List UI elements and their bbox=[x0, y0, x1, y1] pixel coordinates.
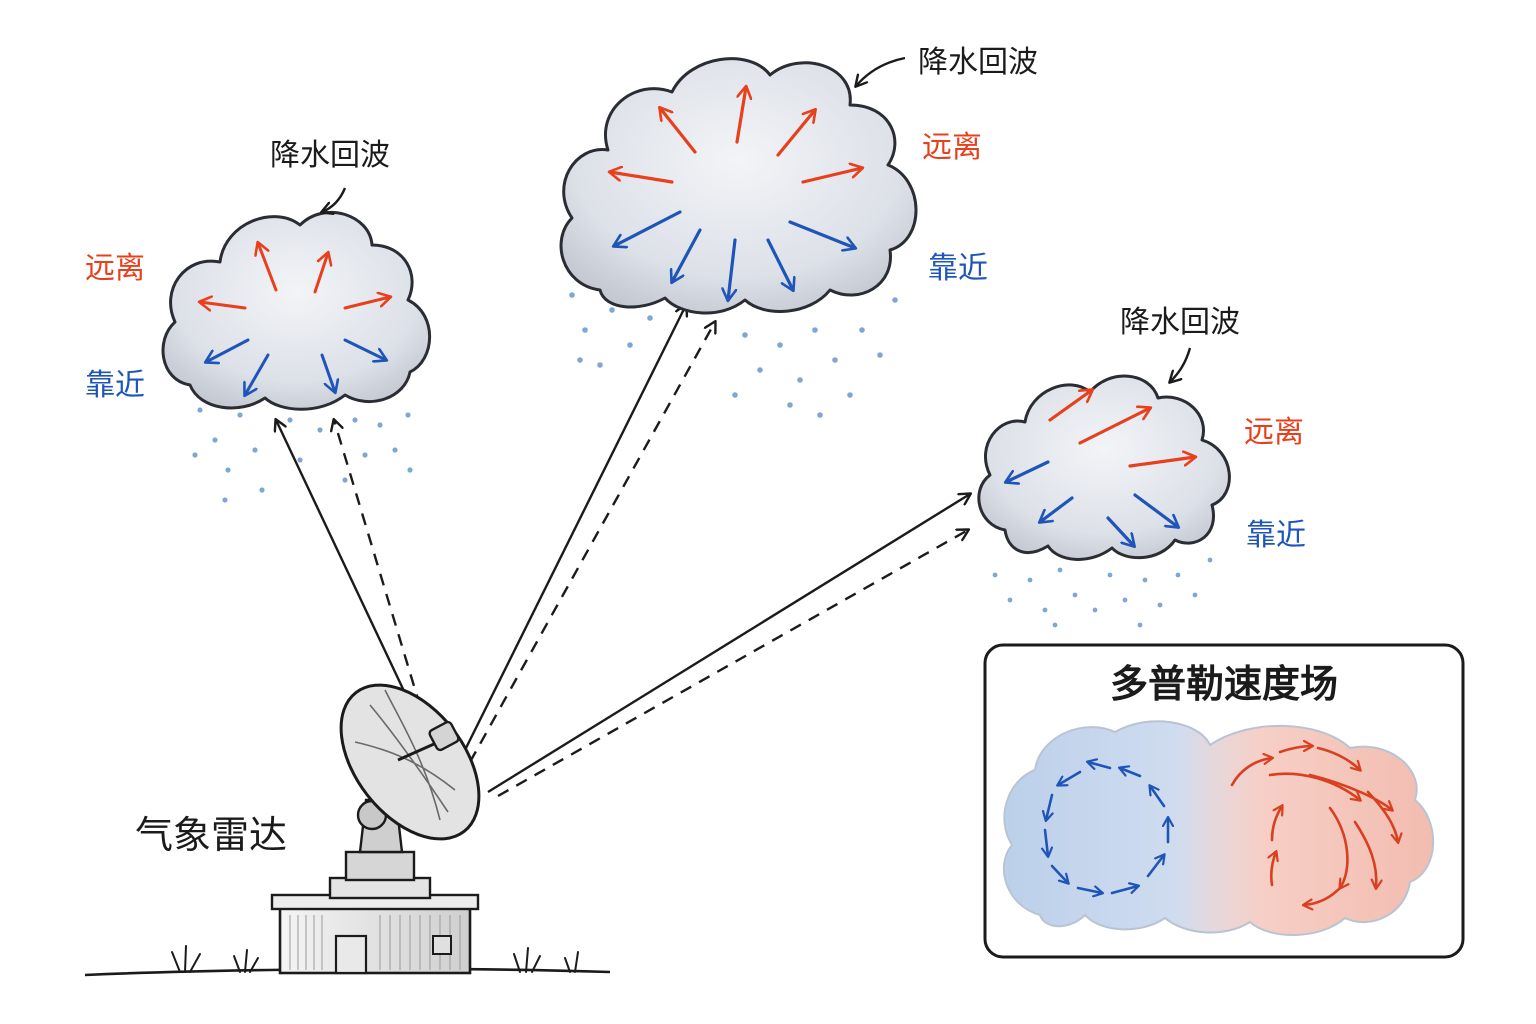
away-label-cloud-2: 远离 bbox=[922, 130, 982, 165]
arrow-away bbox=[1048, 390, 1092, 422]
cloud-3-body bbox=[977, 374, 1231, 561]
rotation-arrow-approach bbox=[1088, 762, 1112, 768]
arrow-away bbox=[258, 243, 278, 292]
swirl-arrow-receding bbox=[1304, 886, 1342, 905]
rotation-arrow-approach bbox=[1120, 768, 1142, 778]
radar-dish bbox=[339, 683, 481, 841]
dish-face bbox=[339, 683, 481, 841]
arrow-away bbox=[1128, 457, 1195, 468]
beam-return-cloud-3 bbox=[497, 530, 968, 798]
rotation-arrow-approach bbox=[1110, 886, 1138, 895]
arrow-approach bbox=[320, 353, 335, 392]
velocity-cloud bbox=[1003, 720, 1435, 937]
arrow-approach bbox=[206, 338, 250, 362]
arrow-away bbox=[801, 168, 862, 184]
cloud-1-approach-arrows bbox=[206, 338, 386, 395]
echo-label-cloud-2: 降水回波 bbox=[918, 45, 1038, 80]
cloud-2-approach-arrows bbox=[614, 210, 855, 300]
cloud-1-body bbox=[161, 210, 431, 411]
echo-label-cloud-1: 降水回波 bbox=[270, 138, 390, 173]
approach-label-cloud-1: 靠近 bbox=[85, 368, 145, 403]
arrow-approach bbox=[672, 228, 702, 282]
beam-outgoing-cloud-2 bbox=[463, 305, 686, 751]
approach-rotation-arrows bbox=[1045, 762, 1168, 893]
echo-pointer-cloud-2 bbox=[856, 56, 906, 86]
building-hatching bbox=[289, 915, 461, 970]
rotation-arrow-approach bbox=[1076, 888, 1102, 893]
arrow-approach bbox=[1006, 460, 1050, 482]
arrow-approach bbox=[788, 220, 855, 248]
swirl-arrow-receding bbox=[1271, 852, 1276, 887]
cloud-2-body bbox=[559, 57, 918, 315]
arrow-approach bbox=[1106, 516, 1134, 546]
radar-beams bbox=[276, 305, 970, 798]
approach-label-cloud-3: 靠近 bbox=[1246, 518, 1306, 553]
grass-tufts bbox=[171, 945, 579, 973]
arrow-approach bbox=[614, 210, 682, 246]
swirl-arrow-receding bbox=[1328, 806, 1347, 888]
echo-pointer-cloud-3 bbox=[1170, 347, 1192, 382]
arrow-away bbox=[343, 297, 390, 310]
cloud-2: 降水回波 远离 靠近 bbox=[559, 45, 1038, 418]
window bbox=[432, 935, 452, 955]
swirl-arrow-receding bbox=[1278, 746, 1312, 754]
cloud-1: 降水回波 远离 靠近 bbox=[85, 138, 431, 503]
arrow-away bbox=[313, 253, 328, 294]
beam-return-cloud-2 bbox=[468, 322, 715, 763]
beam-outgoing-cloud-1 bbox=[276, 420, 414, 709]
doppler-velocity-inset: 多普勒速度场 bbox=[983, 643, 1465, 959]
arrow-approach bbox=[766, 238, 793, 290]
arrow-approach bbox=[1133, 493, 1178, 527]
feed-horn bbox=[428, 720, 460, 752]
rain-cloud-2 bbox=[569, 292, 898, 418]
arrow-approach bbox=[728, 238, 735, 300]
swirl-arrow-receding bbox=[1308, 773, 1392, 810]
radar-label: 气象雷达 bbox=[135, 813, 287, 857]
swirl-arrow-receding bbox=[1270, 806, 1282, 842]
base-tier-2 bbox=[344, 850, 416, 882]
swirl-arrow-receding bbox=[1230, 758, 1272, 787]
arrow-away bbox=[200, 302, 247, 308]
inset-title: 多普勒速度场 bbox=[1110, 662, 1338, 706]
arrow-approach bbox=[343, 338, 386, 360]
swirl-arrow-receding bbox=[1353, 820, 1376, 888]
arrow-away bbox=[660, 108, 697, 154]
arrow-away bbox=[610, 172, 674, 184]
rain-cloud-3 bbox=[992, 557, 1213, 628]
away-label-cloud-3: 远离 bbox=[1244, 415, 1304, 450]
rotation-arrow-approach bbox=[1046, 793, 1052, 820]
cloud-3: 降水回波 远离 靠近 bbox=[977, 305, 1306, 628]
arrow-away bbox=[735, 87, 746, 144]
swirl-arrow-receding bbox=[1366, 790, 1398, 842]
cloud-3-approach-arrows bbox=[1006, 460, 1178, 546]
rotation-arrow-approach bbox=[1050, 864, 1068, 883]
rotation-arrow-approach bbox=[1146, 855, 1164, 878]
receding-swirl-arrows bbox=[1230, 746, 1398, 905]
rotation-arrow-approach bbox=[1150, 786, 1166, 808]
rain-cloud-1 bbox=[192, 407, 413, 503]
swirl-arrow-receding bbox=[1316, 746, 1360, 770]
weather-radar: 气象雷达 bbox=[84, 683, 611, 977]
rotation-arrow-approach bbox=[1058, 770, 1082, 785]
echo-label-cloud-3: 降水回波 bbox=[1120, 305, 1240, 340]
beam-outgoing-cloud-3 bbox=[487, 494, 970, 794]
echo-pointer-cloud-1 bbox=[322, 187, 347, 212]
arrow-approach bbox=[245, 353, 270, 395]
arrow-approach bbox=[1040, 496, 1074, 522]
door bbox=[334, 934, 368, 975]
cloud-3-away-arrows bbox=[1048, 390, 1195, 468]
arrow-away bbox=[776, 110, 815, 157]
approach-label-cloud-2: 靠近 bbox=[928, 251, 988, 286]
arrow-away bbox=[1078, 408, 1150, 445]
cloud-2-away-arrows bbox=[610, 87, 862, 184]
away-label-cloud-1: 远离 bbox=[85, 251, 145, 286]
cloud-1-away-arrows bbox=[200, 243, 390, 308]
rotation-arrow-approach bbox=[1045, 828, 1048, 856]
beam-return-cloud-1 bbox=[334, 420, 422, 707]
